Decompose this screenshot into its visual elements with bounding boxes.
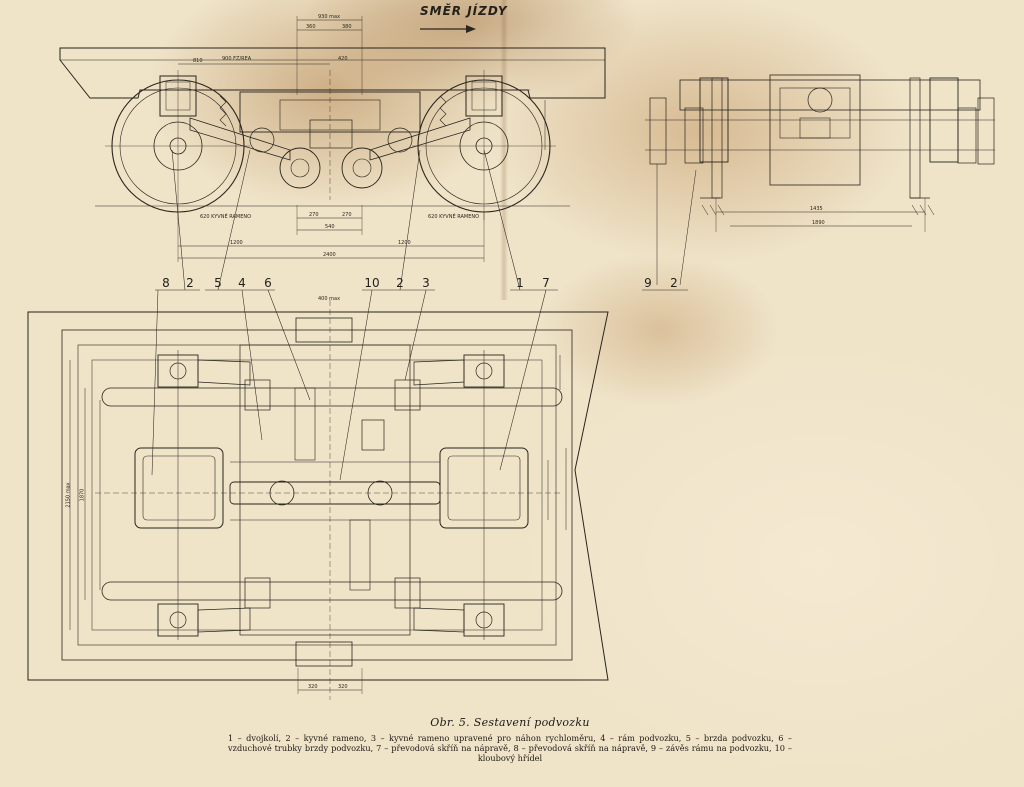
callout-side-3: 3 — [422, 276, 430, 290]
dim-label: 810 — [193, 58, 203, 64]
dim-label: 320 — [308, 684, 318, 690]
dim-label: 270 — [309, 212, 319, 218]
dim-label: 1435 — [810, 206, 823, 212]
right-wheelset-side — [412, 70, 556, 220]
callout-side-2-left: 2 — [186, 276, 194, 290]
caption-title: Obr. 5. Sestavení podvozku — [430, 716, 590, 729]
plan-view — [27, 300, 609, 700]
callout-side-4: 4 — [238, 276, 246, 290]
dim-label: 400 max — [318, 296, 341, 302]
end-view — [642, 74, 995, 291]
dim-label: 930 max — [318, 14, 341, 20]
callout-side-1: 1 — [516, 276, 524, 290]
dim-label: 380 — [342, 24, 352, 30]
dim-label: 620 KYVNÉ RAMENO — [428, 214, 480, 220]
callout-side-10: 10 — [364, 276, 380, 290]
dim-label: 900 FZ/REA — [222, 56, 252, 62]
dim-label: 1870 — [79, 488, 86, 502]
leader-lines — [151, 149, 558, 481]
dim-label: 360 — [306, 24, 316, 30]
dim-label: 420 — [338, 56, 348, 62]
callout-side-7: 7 — [542, 276, 550, 290]
callout-side-8: 8 — [162, 276, 170, 290]
callout-side-2-right: 2 — [396, 276, 404, 290]
dim-label: 2400 — [323, 252, 336, 258]
direction-arrow — [420, 25, 476, 33]
dim-label: 540 — [325, 224, 335, 230]
dim-label: 2150 max — [65, 482, 72, 508]
travel-direction-label: SMĚR JÍZDY — [420, 4, 508, 18]
paper-fold — [500, 0, 508, 300]
callout-end-2: 2 — [670, 276, 678, 290]
callout-side-6: 6 — [264, 276, 272, 290]
figure-caption: Obr. 5. Sestavení podvozku 1 – dvojkolí,… — [220, 716, 800, 763]
left-wheelset-side — [105, 70, 250, 220]
dim-label: 620 KYVNÉ RAMENO — [200, 214, 252, 220]
side-view — [59, 16, 606, 262]
callout-side-5: 5 — [214, 276, 222, 290]
dim-label: 320 — [338, 684, 348, 690]
caption-legend: 1 – dvojkolí, 2 – kyvné rameno, 3 – kyvn… — [228, 733, 792, 763]
dim-label: 1200 — [230, 240, 243, 246]
dim-label: 1890 — [812, 220, 825, 226]
dim-label: 270 — [342, 212, 352, 218]
callout-end-9: 9 — [644, 276, 652, 290]
dim-label: 1200 — [398, 240, 411, 246]
